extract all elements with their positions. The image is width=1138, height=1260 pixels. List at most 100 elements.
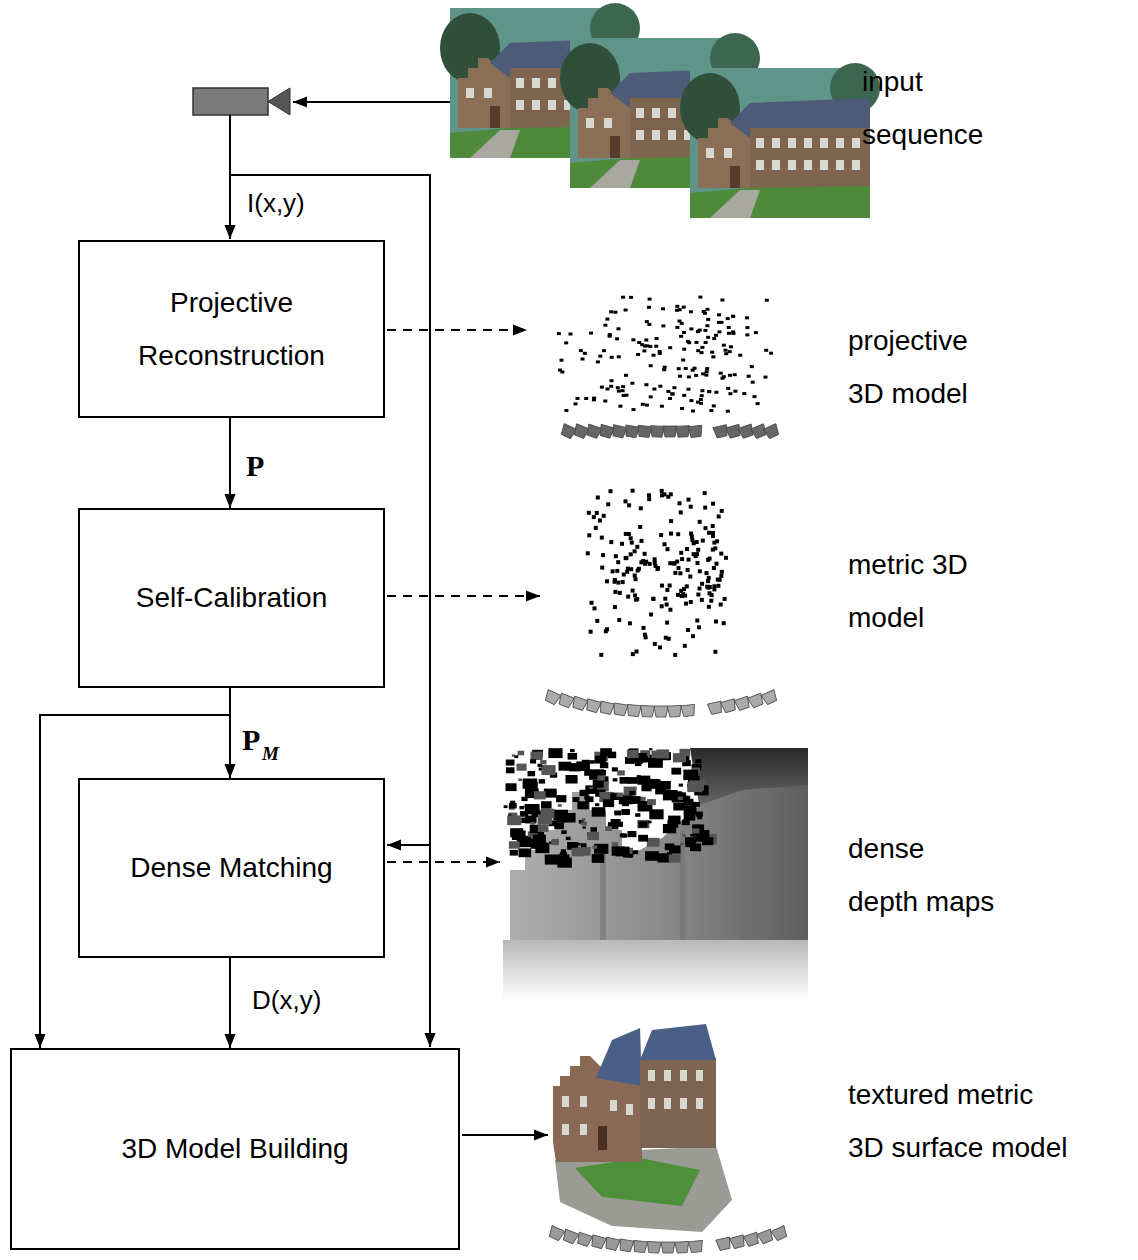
point bbox=[687, 558, 691, 562]
noise-speck bbox=[577, 801, 588, 809]
noise-speck bbox=[628, 831, 637, 837]
point bbox=[641, 403, 645, 406]
noise-speck bbox=[576, 761, 590, 771]
point bbox=[691, 634, 695, 638]
point bbox=[590, 601, 594, 605]
point bbox=[595, 619, 599, 623]
point bbox=[647, 323, 651, 326]
point bbox=[703, 329, 707, 332]
point bbox=[726, 387, 730, 390]
noise-speck bbox=[573, 797, 580, 802]
point bbox=[618, 405, 622, 408]
point bbox=[689, 327, 693, 330]
point bbox=[764, 349, 768, 352]
noise-speck bbox=[518, 751, 525, 756]
point bbox=[705, 571, 709, 575]
point bbox=[703, 491, 707, 495]
point bbox=[644, 635, 648, 639]
noise-speck bbox=[592, 807, 606, 817]
camera-frustum bbox=[771, 1226, 788, 1242]
noise-speck bbox=[617, 793, 624, 798]
point bbox=[722, 375, 726, 378]
point bbox=[656, 566, 660, 570]
point bbox=[592, 515, 596, 519]
noise-speck bbox=[593, 846, 598, 849]
point bbox=[682, 331, 686, 334]
point bbox=[719, 603, 723, 607]
point bbox=[569, 333, 573, 336]
point bbox=[769, 352, 773, 355]
edge-label: D(x,y) bbox=[250, 985, 323, 1015]
point bbox=[704, 341, 708, 344]
point bbox=[680, 407, 684, 410]
output-arrow bbox=[387, 329, 527, 331]
point bbox=[720, 321, 724, 324]
point bbox=[632, 408, 636, 411]
point bbox=[660, 584, 664, 588]
point bbox=[715, 562, 719, 566]
point bbox=[685, 547, 689, 551]
noise-speck bbox=[506, 767, 515, 773]
point bbox=[695, 552, 699, 556]
point bbox=[722, 344, 726, 347]
point bbox=[627, 503, 631, 507]
noise-speck bbox=[638, 835, 648, 842]
point bbox=[696, 561, 700, 565]
point bbox=[678, 375, 682, 378]
point bbox=[598, 355, 602, 358]
noise-speck bbox=[638, 821, 647, 827]
noise-speck bbox=[582, 818, 586, 821]
point bbox=[598, 519, 602, 523]
point bbox=[583, 352, 587, 355]
point bbox=[640, 539, 644, 543]
point bbox=[649, 613, 653, 617]
point bbox=[673, 562, 677, 566]
point bbox=[707, 390, 711, 393]
depth-map bbox=[503, 748, 808, 1000]
point bbox=[703, 506, 707, 510]
output-label: projective 3D model bbox=[848, 314, 971, 420]
output-arrow bbox=[387, 861, 500, 863]
point bbox=[581, 358, 585, 361]
camera-frustum bbox=[713, 425, 729, 439]
point bbox=[613, 605, 617, 609]
camera-frustum bbox=[571, 696, 588, 711]
point bbox=[686, 568, 690, 572]
point bbox=[731, 315, 735, 318]
noise-speck bbox=[506, 760, 515, 766]
point bbox=[675, 309, 679, 312]
output-label: metric 3D model bbox=[848, 538, 971, 644]
point bbox=[668, 608, 672, 612]
point bbox=[686, 628, 690, 632]
point bbox=[635, 650, 639, 654]
point bbox=[679, 551, 683, 555]
noise-speck bbox=[605, 826, 612, 831]
point bbox=[596, 360, 600, 363]
point bbox=[679, 335, 683, 338]
point bbox=[599, 653, 603, 657]
noise-speck bbox=[519, 848, 532, 857]
point bbox=[629, 296, 633, 299]
noise-speck bbox=[580, 790, 589, 796]
point bbox=[651, 597, 655, 601]
point bbox=[594, 526, 598, 530]
point bbox=[698, 569, 702, 573]
noise-speck bbox=[530, 759, 536, 763]
point bbox=[586, 551, 590, 555]
noise-speck bbox=[512, 830, 526, 840]
point bbox=[615, 337, 619, 340]
point bbox=[724, 556, 728, 560]
point bbox=[609, 385, 613, 388]
point bbox=[672, 386, 676, 389]
point bbox=[712, 566, 716, 570]
camera-frustum bbox=[667, 705, 682, 717]
point bbox=[626, 595, 630, 599]
noise-speck bbox=[628, 777, 638, 784]
point bbox=[731, 315, 735, 318]
point bbox=[682, 348, 686, 351]
point bbox=[659, 533, 663, 537]
point bbox=[682, 306, 686, 309]
point bbox=[624, 499, 628, 503]
point bbox=[668, 584, 672, 588]
point bbox=[649, 364, 653, 367]
